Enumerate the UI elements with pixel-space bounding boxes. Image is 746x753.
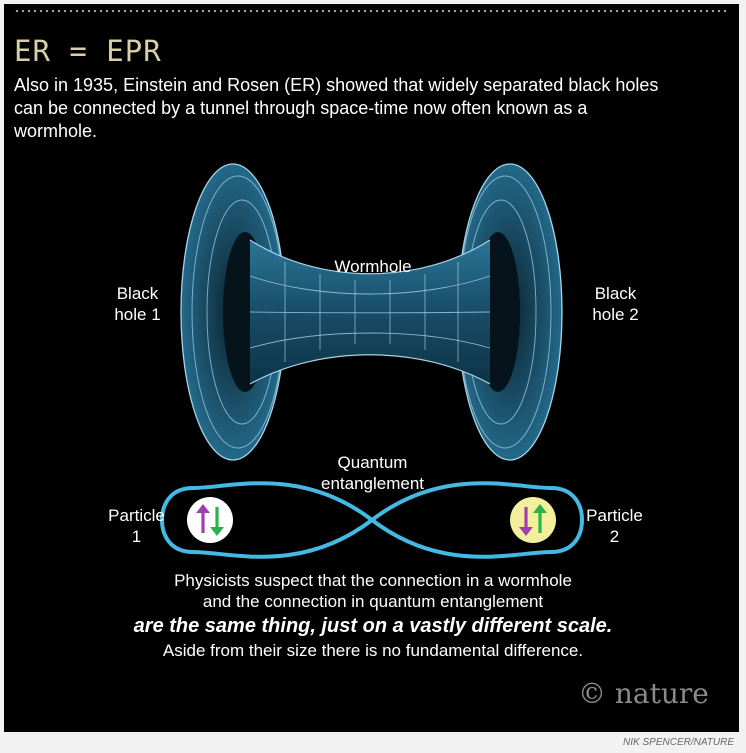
infographic-panel	[4, 4, 739, 732]
particle-1	[187, 497, 233, 543]
wormhole-label: Wormhole	[334, 257, 412, 276]
image-credit: NIK SPENCER/NATURE	[623, 737, 734, 748]
conclusion-emphasis: are the same thing, just on a vastly dif…	[133, 615, 613, 637]
conclusion-line-1: Physicists suspect that the connection i…	[174, 571, 572, 590]
entanglement-loop	[159, 481, 585, 559]
down-arrow-icon	[210, 507, 224, 536]
down-arrow-icon	[519, 507, 533, 536]
up-arrow-icon	[196, 504, 210, 533]
conclusion-line-2: and the connection in quantum entangleme…	[202, 592, 544, 611]
conclusion-line-4: Aside from their size there is no fundam…	[162, 641, 584, 660]
page-title: ER = EPR	[14, 34, 162, 68]
particle-2	[510, 497, 556, 543]
conclusion-text: Physicists suspect that the connection i…	[0, 570, 746, 661]
up-arrow-icon	[533, 504, 547, 533]
wormhole-throat	[249, 239, 491, 385]
intro-text: Also in 1935, Einstein and Rosen (ER) sh…	[14, 75, 659, 141]
copyright-logo: © nature	[578, 677, 709, 710]
dotted-rule	[14, 8, 728, 14]
